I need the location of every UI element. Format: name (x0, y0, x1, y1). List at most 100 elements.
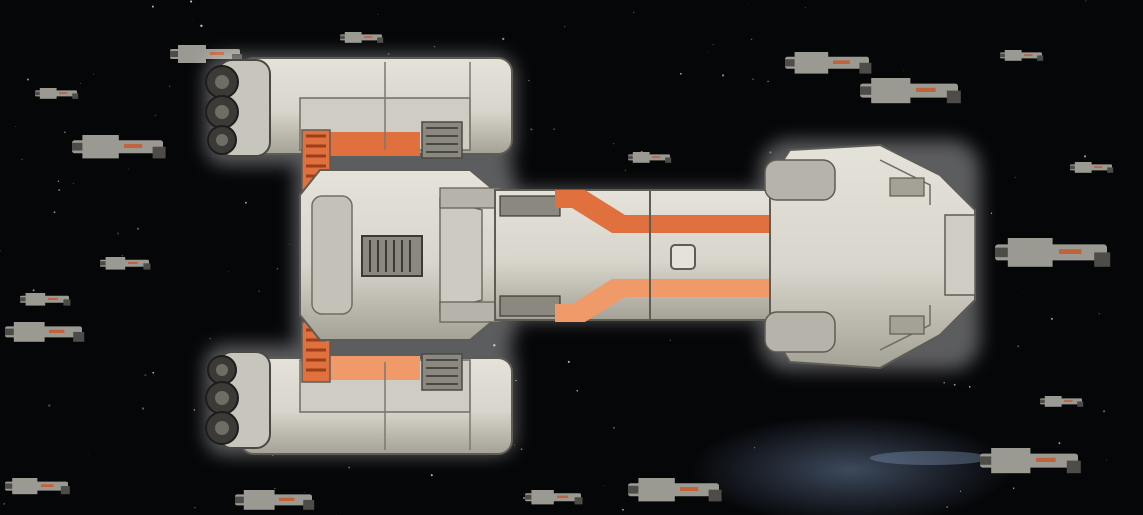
star (1098, 313, 1100, 315)
star (194, 506, 196, 509)
star (1102, 410, 1106, 413)
star (603, 485, 604, 487)
star (1014, 176, 1016, 178)
central-hull (299, 169, 501, 341)
star (576, 389, 579, 392)
star (612, 426, 615, 429)
star (48, 404, 51, 407)
star (209, 338, 211, 340)
star (1013, 487, 1015, 489)
star (258, 290, 260, 293)
background-fleet (5, 32, 1114, 510)
star (190, 0, 193, 3)
star (1050, 317, 1053, 320)
lower-nacelle (205, 321, 513, 455)
fleet-ship (5, 478, 70, 495)
star (959, 490, 962, 492)
star (804, 7, 806, 8)
star (946, 506, 949, 508)
fleet-ship (100, 257, 151, 270)
star (513, 444, 515, 446)
star (274, 488, 276, 490)
star (968, 385, 971, 388)
star (953, 383, 956, 386)
star (304, 492, 306, 493)
fleet-ship (628, 152, 672, 163)
star (141, 407, 145, 410)
star (3, 503, 6, 505)
star (244, 201, 247, 204)
star (564, 26, 566, 28)
star (0, 250, 1, 252)
star (712, 43, 714, 46)
star (348, 466, 350, 469)
star (520, 448, 523, 451)
fleet-ship (1000, 50, 1044, 61)
star (26, 78, 29, 81)
star (14, 125, 16, 127)
fleet-ship (1040, 396, 1084, 407)
nebula-streak (870, 451, 990, 465)
star (169, 85, 171, 87)
upper-stripe (330, 132, 420, 156)
star (747, 3, 749, 5)
star (707, 50, 709, 52)
star (336, 513, 337, 515)
star (128, 168, 130, 170)
star (276, 267, 279, 270)
lower-stripe (330, 356, 420, 380)
spine-hatch (670, 244, 696, 270)
star (430, 474, 433, 477)
star (530, 128, 533, 131)
star (502, 37, 505, 41)
fleet-ship (35, 88, 79, 99)
star (228, 271, 230, 273)
star (1083, 155, 1087, 158)
star (990, 212, 993, 214)
central-vent (361, 235, 423, 277)
star (433, 45, 436, 48)
star (522, 496, 526, 500)
star (72, 182, 74, 184)
fleet-ship (20, 293, 71, 306)
star (80, 82, 81, 84)
star (289, 243, 291, 245)
star (192, 18, 194, 20)
star (903, 69, 905, 71)
star (754, 447, 756, 449)
nebula-glow (690, 415, 1010, 515)
star (553, 128, 555, 130)
star (752, 78, 755, 81)
star (515, 379, 517, 382)
star (612, 143, 615, 145)
flagship (205, 55, 980, 455)
fleet-ship (995, 238, 1111, 267)
star (750, 38, 753, 41)
star (1017, 345, 1019, 347)
star (32, 289, 35, 292)
star (144, 374, 147, 377)
star (1085, 0, 1087, 2)
star (1106, 459, 1108, 461)
star (87, 453, 89, 455)
fleet-ship (860, 78, 961, 104)
star (633, 11, 635, 13)
star (669, 339, 672, 342)
forward-section (764, 143, 976, 370)
fleet-ship (72, 135, 166, 159)
star (567, 360, 570, 363)
upper-nacelle (205, 57, 513, 191)
star (64, 131, 66, 133)
star (387, 53, 390, 55)
star (53, 211, 56, 214)
star (154, 114, 157, 117)
fleet-ship (525, 490, 583, 505)
star (200, 24, 203, 27)
star (152, 371, 155, 374)
fleet-ship (5, 322, 85, 342)
fleet-ship (785, 52, 872, 74)
star (767, 80, 769, 83)
star (624, 169, 626, 171)
star (151, 5, 154, 8)
